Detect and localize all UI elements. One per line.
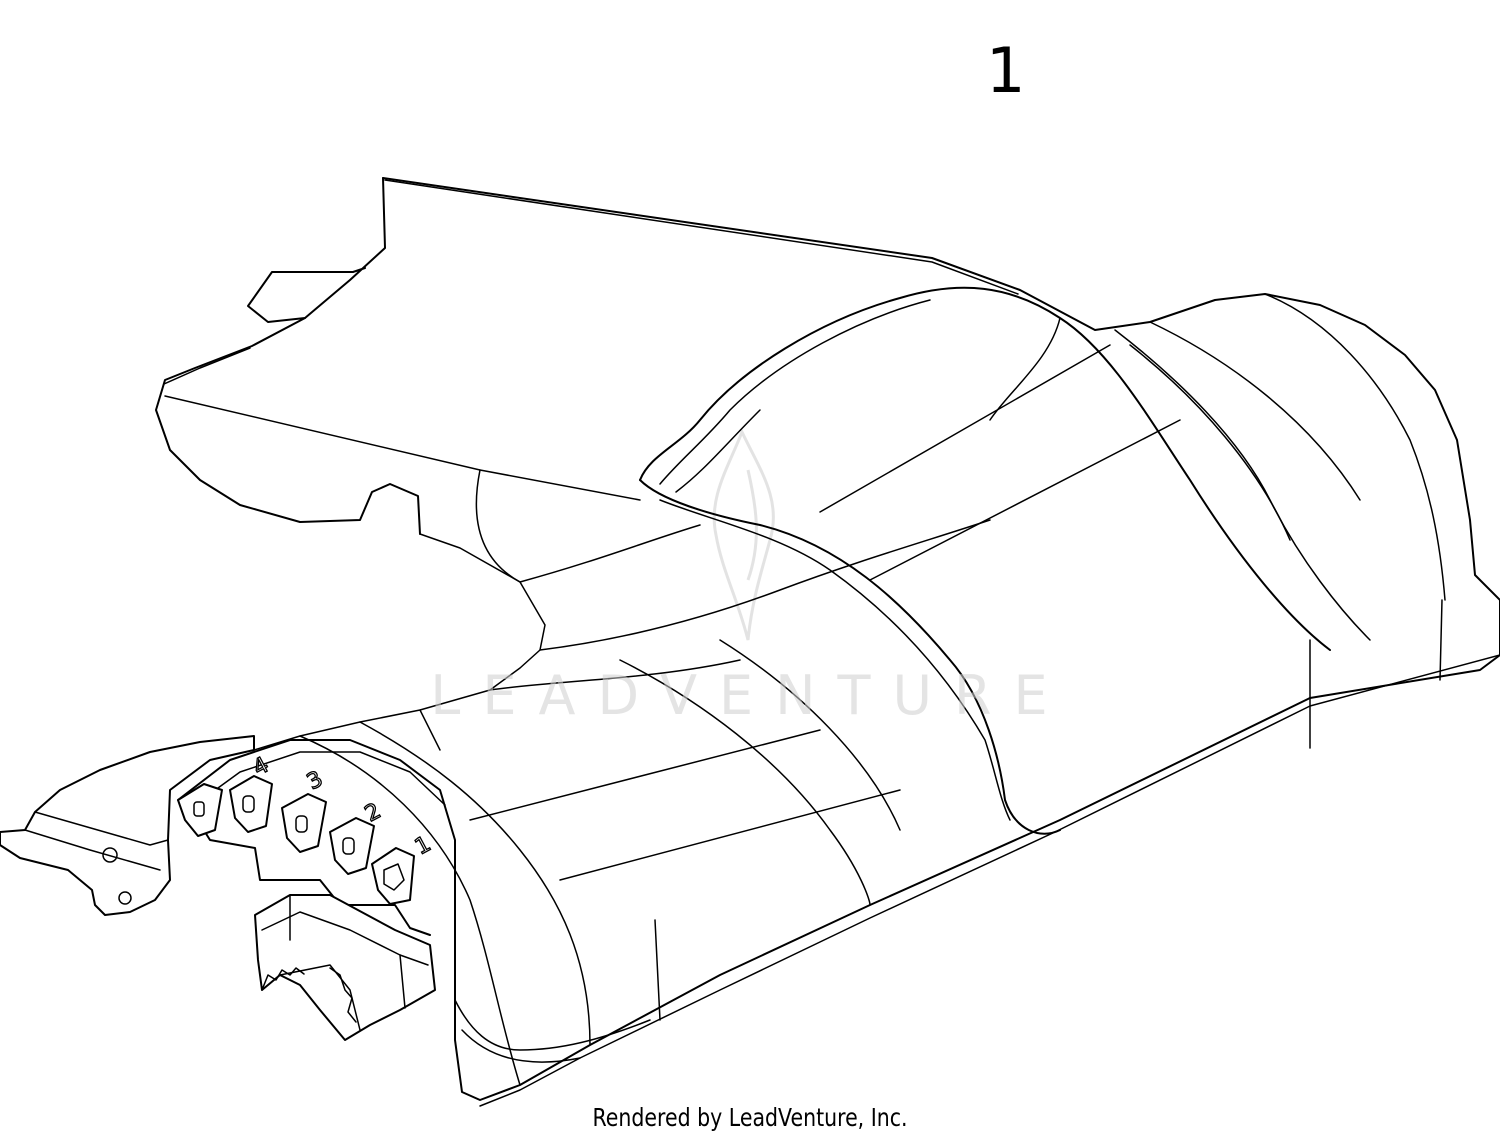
watermark-text: LEADVENTURE [430,664,1070,727]
deck-cover-outline [155,177,1500,1107]
notch-tab [371,847,415,905]
watermark-logo [712,428,775,641]
notch-tab [229,775,273,833]
notch-tab [281,793,327,853]
part-callout-number: 1 [986,34,1026,107]
height-notch-tabs [177,775,415,905]
notch-tab [329,817,375,875]
notch-tab [177,783,223,837]
height-adjust-plate [177,739,456,1001]
mount-bracket [0,735,255,916]
dial-number-3: 3 [303,767,327,796]
footer-credit: Rendered by LeadVenture, Inc. [592,1103,908,1132]
lower-housing [254,894,436,1041]
